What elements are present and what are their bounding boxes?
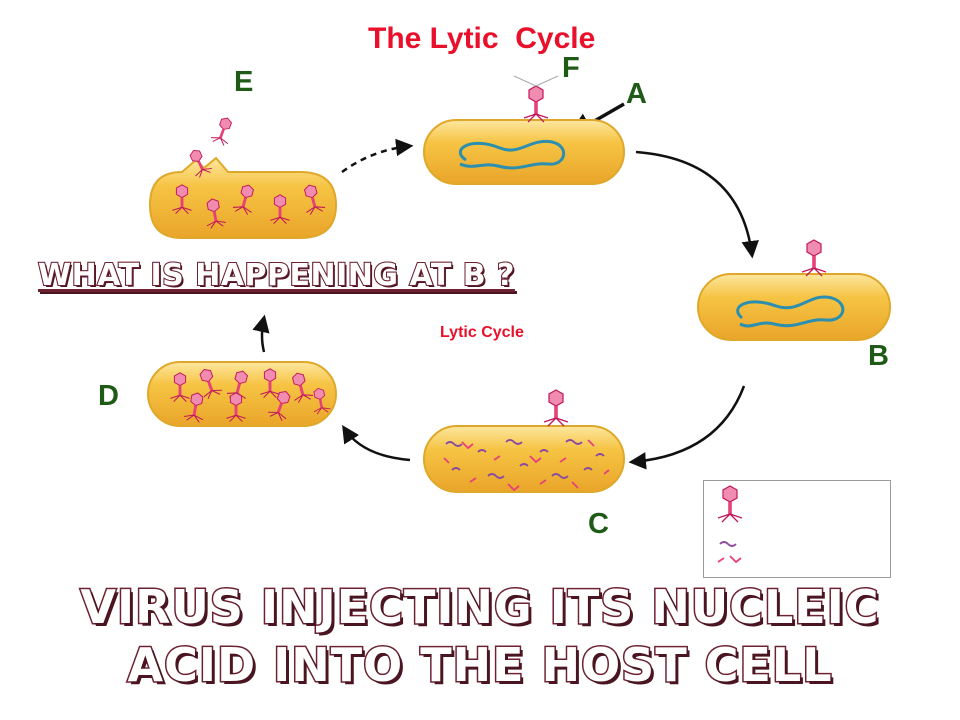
viral-dna-icon — [736, 295, 845, 328]
arrow-f-to-a — [341, 138, 414, 174]
cell-a — [423, 75, 625, 185]
cell-e — [148, 114, 338, 239]
arrow-c-to-d — [342, 425, 411, 462]
label-a: A — [626, 78, 647, 110]
cell-c — [423, 389, 625, 493]
answer-text: Virus injecting its nucleic acid into th… — [0, 578, 960, 694]
cell-b — [697, 239, 891, 341]
cell-d — [147, 361, 337, 427]
phage-icon — [801, 239, 827, 277]
arrow-b-to-c — [628, 385, 746, 470]
arrow-a-to-b — [635, 150, 759, 259]
viral-dna-icon — [458, 139, 565, 170]
label-d: D — [98, 380, 119, 412]
answer-line-1: Virus injecting its nucleic — [79, 579, 880, 636]
label-b: B — [868, 340, 889, 372]
answer-line-2: acid into the host cell — [126, 637, 833, 694]
question-heading: What is happening at B ? — [37, 257, 515, 294]
phage-icon — [543, 389, 569, 427]
phage-icon — [523, 85, 549, 123]
legend-box — [703, 480, 891, 578]
label-f: F — [562, 52, 580, 84]
label-c: C — [588, 508, 609, 540]
label-e: E — [234, 66, 254, 98]
center-label: Lytic Cycle — [440, 324, 524, 341]
arrow-d-to-e — [252, 314, 270, 353]
diagram-title: The Lytic Cycle — [368, 22, 596, 55]
